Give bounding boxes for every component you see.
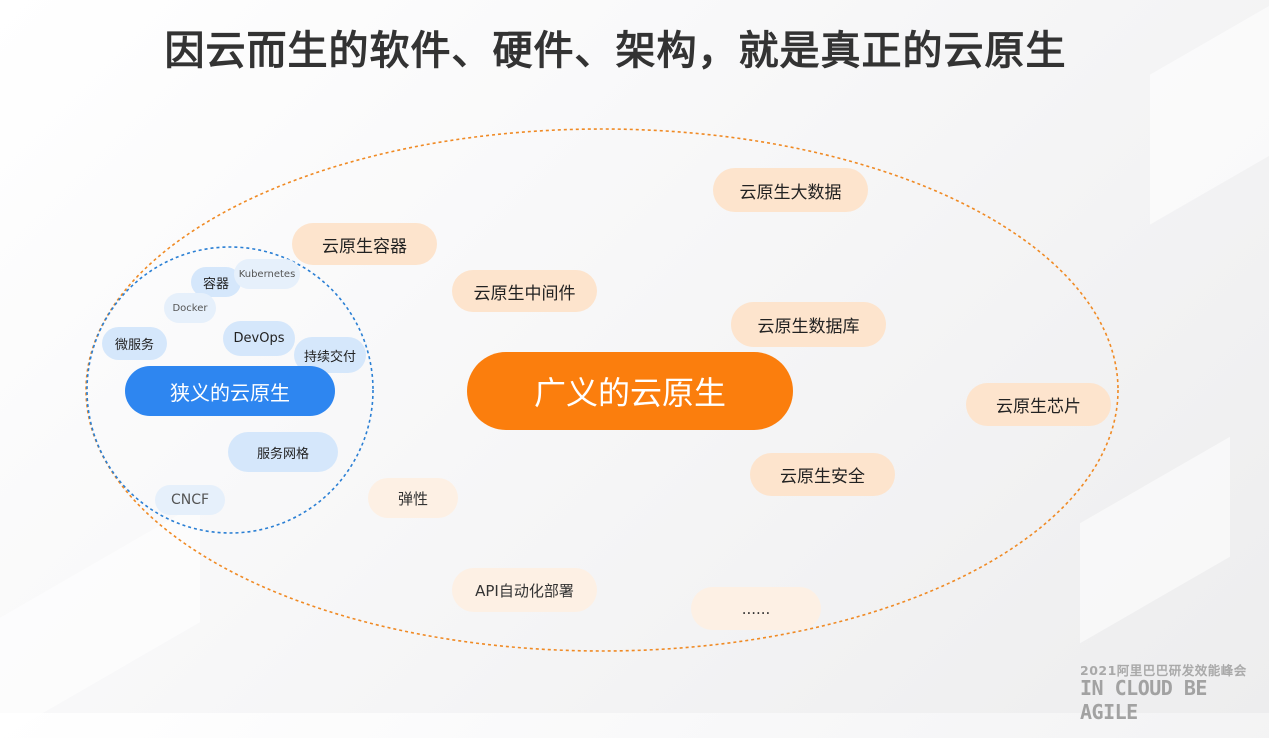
page-title: 因云而生的软件、硬件、架构，就是真正的云原生 xyxy=(164,28,1067,74)
broad-item-bigdata: 云原生大数据 xyxy=(713,168,868,212)
broad-item-security: 云原生安全 xyxy=(750,453,895,496)
narrow-cloud-native-label: 狭义的云原生 xyxy=(125,366,335,416)
narrow-item-kubernetes: Kubernetes xyxy=(234,259,300,289)
narrow-item-cncf: CNCF xyxy=(155,485,225,515)
scope-diagram xyxy=(85,128,1119,652)
event-slogan: IN CLOUD BE AGILE xyxy=(1080,676,1207,724)
broad-item-container: 云原生容器 xyxy=(292,223,437,265)
broad-item-database: 云原生数据库 xyxy=(731,302,886,347)
narrow-item-service-mesh: 服务网格 xyxy=(228,432,338,472)
broad-item-more: ...... xyxy=(691,587,821,630)
narrow-item-container: 容器 xyxy=(191,267,241,297)
narrow-item-devops: DevOps xyxy=(223,321,295,356)
narrow-item-cd: 持续交付 xyxy=(294,337,366,373)
broad-cloud-native-label: 广义的云原生 xyxy=(467,352,793,430)
broad-scope-ellipse xyxy=(85,128,1119,652)
broad-item-api-deploy: API自动化部署 xyxy=(452,568,597,612)
broad-item-middleware: 云原生中间件 xyxy=(452,270,597,312)
narrow-item-docker: Docker xyxy=(164,293,216,323)
narrow-scope-ellipse xyxy=(86,246,374,534)
broad-item-chip: 云原生芯片 xyxy=(966,383,1111,426)
narrow-item-microservice: 微服务 xyxy=(102,327,167,360)
broad-item-elastic: 弹性 xyxy=(368,478,458,518)
event-name: 2021阿里巴巴研发效能峰会 xyxy=(1080,663,1247,678)
